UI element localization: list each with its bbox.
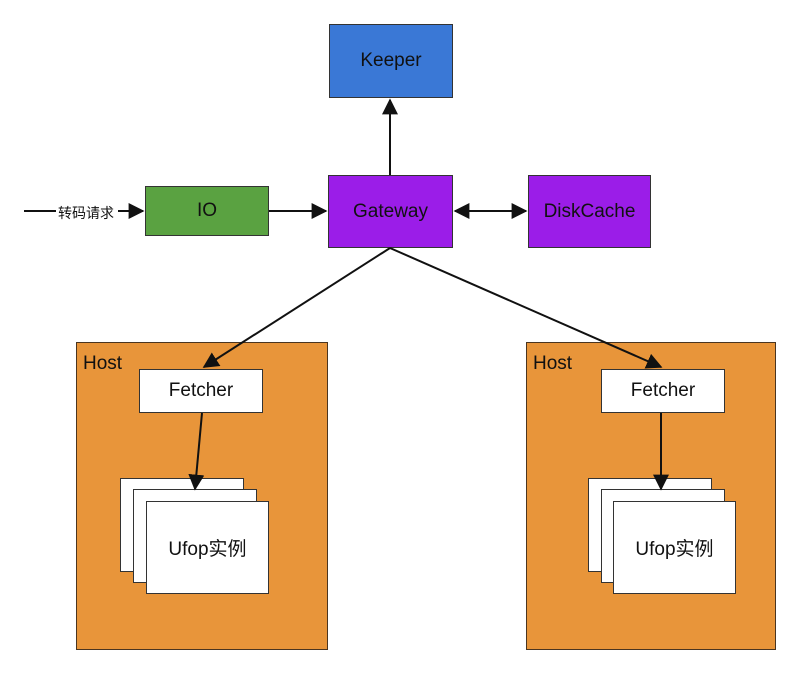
gateway-to-fetcher-left-arrow (202, 247, 391, 368)
host-container-right: Host (526, 342, 776, 650)
request-label: 转码请求 (56, 203, 116, 223)
ufop-instance-label: Ufop实例 (635, 539, 714, 560)
gateway-node: Gateway (328, 175, 453, 248)
fetcher-label: Fetcher (630, 380, 696, 401)
fetcher-to-instance-left-arrow (188, 412, 205, 491)
gateway-label: Gateway (353, 200, 428, 222)
ufop-instance-label: Ufop实例 (168, 539, 247, 560)
io-node: IO (145, 186, 269, 236)
host-label: Host (83, 353, 123, 374)
fetcher-label: Fetcher (168, 380, 234, 401)
host-label: Host (533, 353, 573, 374)
diskcache-node: DiskCache (528, 175, 651, 248)
keeper-label: Keeper (360, 50, 422, 71)
diskcache-label: DiskCache (543, 200, 636, 222)
gateway-to-fetcher-right-arrow (389, 247, 663, 369)
ufop-instance-right: Ufop实例 (613, 501, 736, 594)
fetcher-left: Fetcher (139, 369, 263, 413)
fetcher-right: Fetcher (601, 369, 725, 413)
keeper-node: Keeper (329, 24, 453, 98)
io-label: IO (196, 200, 218, 221)
ufop-instance-left: Ufop实例 (146, 501, 269, 594)
